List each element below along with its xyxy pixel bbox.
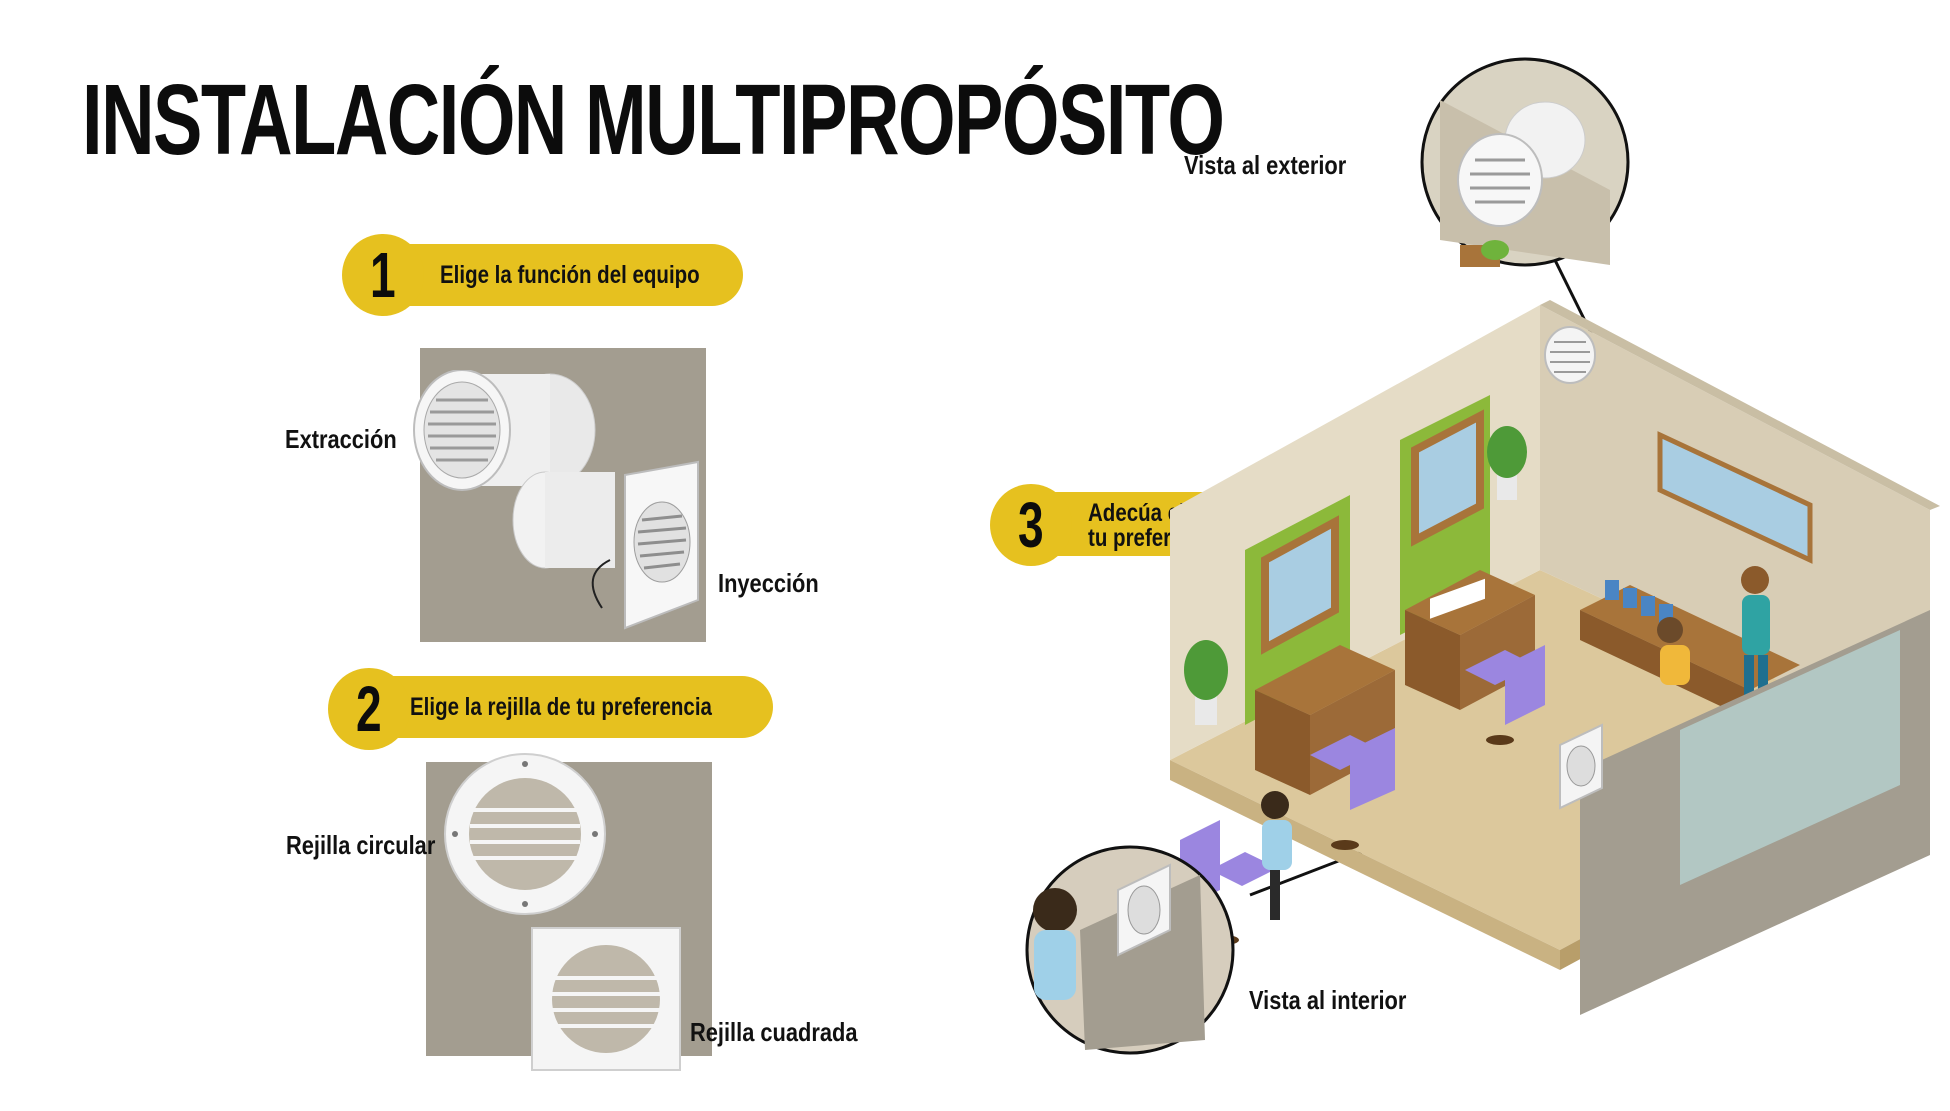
extraction-label: Extracción [285,424,397,454]
circular-grille-label: Rejilla circular [286,830,436,860]
interior-view-label: Vista al interior [1249,985,1407,1015]
plant-icon [1184,640,1228,725]
salon-room-illustration [1025,57,1940,1055]
wall-grille-interior-icon [1559,723,1603,810]
interior-zoom-circle [1025,845,1235,1055]
fan-units-illustration [413,370,699,630]
exterior-zoom-circle [1420,57,1630,267]
square-grille-label: Rejilla cuadrada [690,1017,858,1047]
wall-grille-exterior-icon [1544,326,1596,384]
exterior-view-label: Vista al exterior [1184,150,1347,180]
extraction-fan-icon [413,370,596,491]
circular-grille-icon [444,753,606,915]
nail-client-figure [1261,791,1292,920]
step-2-number-badge: 2 [328,668,410,750]
client-figure [1657,617,1690,685]
injection-label: Inyección [718,568,819,598]
grilles-illustration [444,753,681,1071]
step-1-number-badge: 1 [342,234,424,316]
step-2-banner [345,676,773,738]
step-1-label: Elige la función del equipo [440,261,700,289]
step-3-number-badge: 3 [990,484,1072,566]
page-title: INSTALACIÓN MULTIPROPÓSITO [82,64,1225,176]
injection-fan-icon [512,460,699,630]
square-grille-icon [531,927,681,1071]
step-2-label: Elige la rejilla de tu preferencia [410,693,712,721]
